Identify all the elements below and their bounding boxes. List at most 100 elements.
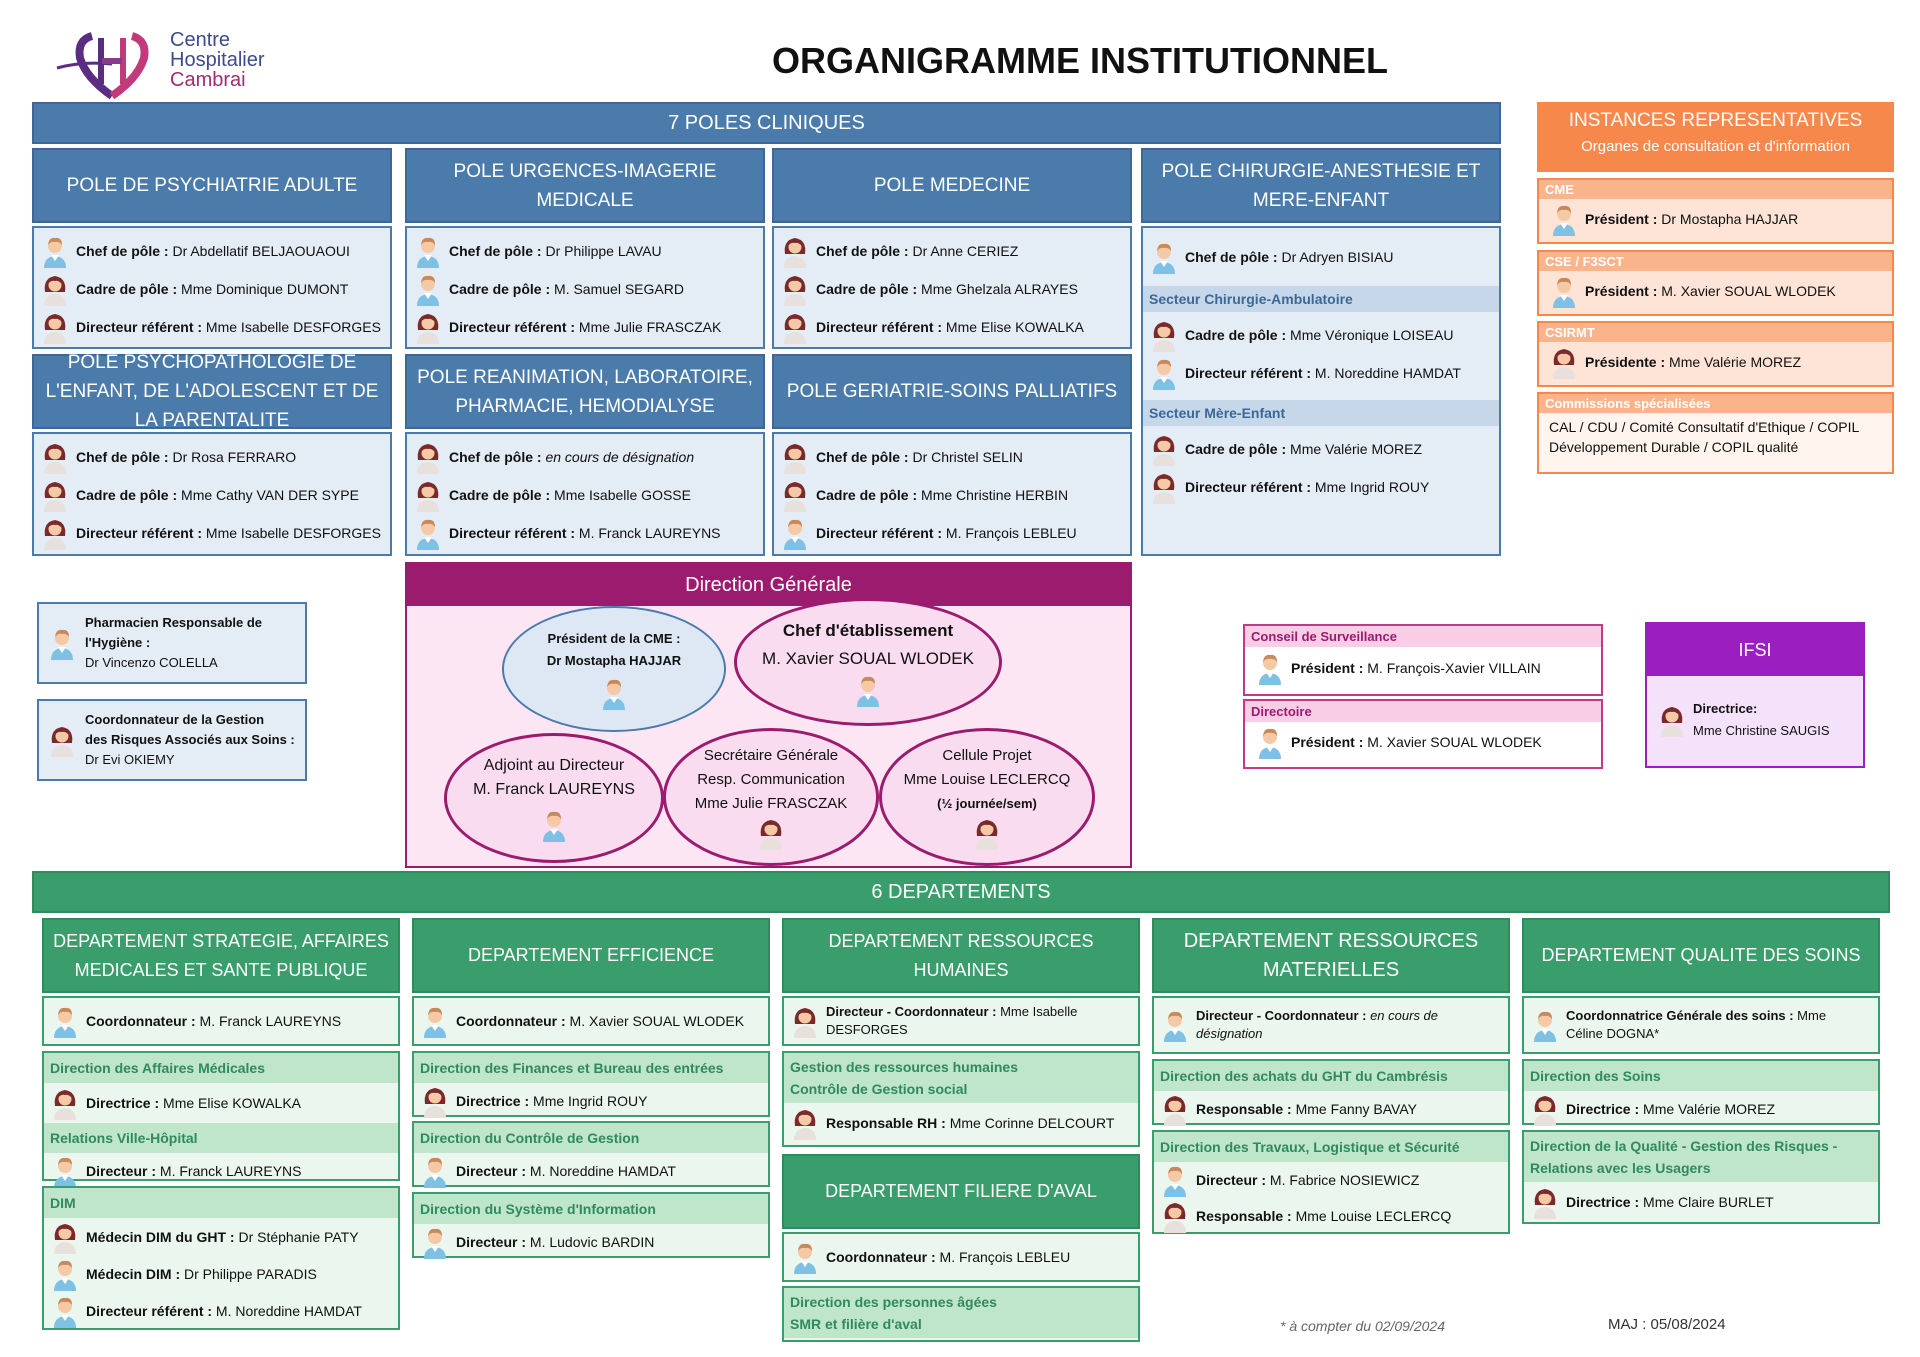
woman-avatar-icon xyxy=(47,723,77,757)
conseil-tag: Conseil de Surveillance xyxy=(1245,626,1601,647)
woman-avatar-icon xyxy=(1149,318,1179,352)
person-name: Dr Abdellatif BELJAOUAOUI xyxy=(168,243,350,259)
role-label: Directeur référent : xyxy=(816,525,943,541)
role-label: Directrice: xyxy=(1693,701,1758,716)
commissions-line2: Développement Durable / COPIL qualité xyxy=(1549,439,1799,455)
footnote: * à compter du 02/09/2024 xyxy=(1280,1318,1446,1334)
person-name: Mme Christine SAUGIS xyxy=(1693,723,1830,738)
role-label: Directeur référent : xyxy=(76,319,203,335)
instance-cme: CME Président : Dr Mostapha HAJJAR xyxy=(1537,178,1894,244)
person-name: M. Samuel SEGARD xyxy=(550,281,684,297)
pole-reanimation-card: Chef de pôle : en cours de désignation C… xyxy=(405,432,765,556)
woman-avatar-icon xyxy=(420,1084,450,1118)
direction-tag-line1: Direction de la Qualité - Gestion des Ri… xyxy=(1530,1138,1838,1154)
man-avatar-icon xyxy=(1530,1008,1560,1042)
direction-tag: Direction des Affaires Médicales xyxy=(44,1053,398,1083)
role-label: Chef de pôle : xyxy=(1185,249,1278,265)
instance-tag: CSIRMT xyxy=(1539,323,1892,342)
woman-avatar-icon xyxy=(780,272,810,306)
person-name: M. François LEBLEU xyxy=(942,525,1077,541)
logo-icon xyxy=(56,32,149,100)
role-label: Chef de pôle : xyxy=(76,243,169,259)
man-avatar-icon xyxy=(1549,274,1579,308)
logo: Centre Hospitalier Cambrai xyxy=(52,28,292,100)
role-label: Président de la CME : xyxy=(547,631,681,646)
person-name: Mme Valérie MOREZ xyxy=(1665,354,1802,370)
man-avatar-icon xyxy=(790,1240,820,1274)
man-avatar-icon xyxy=(1149,240,1179,274)
role-label: Directrice : xyxy=(1566,1101,1640,1117)
person-name: M. Noreddine HAMDAT xyxy=(212,1302,362,1319)
coordonnateur-risques-box: Coordonnateur de la Gestion des Risques … xyxy=(37,699,307,781)
man-avatar-icon xyxy=(50,1004,80,1038)
dept-strategie-title: DEPARTEMENT STRATEGIE, AFFAIRES MEDICALE… xyxy=(42,918,400,993)
person-name: M. François LEBLEU xyxy=(935,1249,1071,1265)
role-label: Cadre de pôle : xyxy=(449,487,551,503)
dept-efficience-finances: Direction des Finances et Bureau des ent… xyxy=(412,1051,770,1117)
person-name: Dr Christel SELIN xyxy=(908,449,1023,465)
dept-qualite-soins: Direction des Soins Directrice : Mme Val… xyxy=(1522,1059,1880,1125)
direction-tag: Direction du Système d'Information xyxy=(414,1194,768,1224)
person-name: M. Franck LAUREYNS xyxy=(156,1163,302,1179)
person-name: M. Xavier SOUAL WLODEK xyxy=(762,649,974,668)
man-avatar-icon xyxy=(420,1004,450,1038)
pole-medecine-card: Chef de pôle : Dr Anne CERIEZ Cadre de p… xyxy=(772,226,1132,349)
commissions-line1: CAL / CDU / Comité Consultatif d'Ethique… xyxy=(1549,419,1860,435)
dept-rh-coord: Directeur - Coordonnateur : Mme Isabelle… xyxy=(782,996,1140,1046)
dept-materielles-travaux: Direction des Travaux, Logistique et Séc… xyxy=(1152,1130,1510,1234)
role-label: Coordonnateur : xyxy=(86,1013,196,1029)
man-avatar-icon xyxy=(1255,651,1285,685)
update-date: MAJ : 05/08/2024 xyxy=(1608,1316,1726,1333)
person-name: désignation xyxy=(1196,1026,1263,1041)
secretaire-generale-ellipse: Secrétaire Générale Resp. Communication … xyxy=(663,728,879,866)
woman-avatar-icon xyxy=(780,234,810,268)
instance-csirmt: CSIRMT Présidente : Mme Valérie MOREZ xyxy=(1537,321,1894,387)
role-label: Directrice : xyxy=(86,1095,160,1111)
role-label: Cadre de pôle : xyxy=(76,281,178,297)
sector-chirurgie: Secteur Chirurgie-Ambulatoire xyxy=(1143,286,1499,312)
role-label: Directeur - Coordonnateur : xyxy=(1196,1008,1367,1023)
woman-avatar-icon xyxy=(1160,1092,1190,1126)
instances-subtitle: Organes de consultation et d'information xyxy=(1581,138,1850,155)
dept-filiere-aval-title: DEPARTEMENT FILIERE D'AVAL xyxy=(782,1154,1140,1229)
man-avatar-icon xyxy=(413,272,443,306)
logo-text: Centre Hospitalier Cambrai xyxy=(170,30,264,90)
person-name: M. Franck LAUREYNS xyxy=(195,1013,342,1029)
direction-tag: Direction des Travaux, Logistique et Séc… xyxy=(1154,1132,1508,1162)
man-avatar-icon xyxy=(1160,1163,1190,1197)
man-avatar-icon xyxy=(1160,1008,1190,1042)
woman-avatar-icon xyxy=(413,310,443,344)
role-label: Directeur référent : xyxy=(86,1302,213,1319)
role-label: Coordonnatrice Générale des soins : xyxy=(1566,1008,1794,1023)
person-name: en cours de xyxy=(1366,1008,1439,1023)
person-name: M. Franck LAUREYNS xyxy=(473,781,635,798)
person-name: Mme Isabelle DESFORGES xyxy=(202,525,381,541)
role-label: Resp. Communication xyxy=(697,771,845,788)
woman-avatar-icon xyxy=(972,816,1002,850)
role-label: Médecin DIM : xyxy=(86,1265,181,1282)
person-name: Mme Valérie MOREZ xyxy=(1286,441,1423,457)
woman-avatar-icon xyxy=(780,310,810,344)
man-avatar-icon xyxy=(1255,725,1285,759)
role-label: des Risques Associés aux Soins : xyxy=(85,732,295,747)
direction-tag: Direction de la Qualité - Gestion des Ri… xyxy=(1524,1132,1878,1182)
woman-avatar-icon xyxy=(1149,432,1179,466)
person-name: DESFORGES xyxy=(826,1022,908,1037)
person-name: en cours de désignation xyxy=(541,449,695,465)
person-name: Mme Véronique LOISEAU xyxy=(1286,327,1454,343)
person-name: M. Noreddine HAMDAT xyxy=(1311,365,1461,381)
dept-efficience-controle: Direction du Contrôle de Gestion Directe… xyxy=(412,1121,770,1187)
person-name: Mme Corinne DELCOURT xyxy=(945,1115,1115,1131)
person-name: Mme Elise KOWALKA xyxy=(942,319,1084,335)
role-label: Pharmacien Responsable de xyxy=(85,615,263,630)
role-label: Président : xyxy=(1291,660,1364,676)
role-label: Directrice : xyxy=(456,1093,530,1109)
dept-efficience-coord: Coordonnateur : M. Xavier SOUAL WLODEK xyxy=(412,996,770,1046)
man-avatar-icon xyxy=(47,626,77,660)
person-name: Mme Louise LECLERCQ xyxy=(903,771,1071,788)
president-cme-ellipse: Président de la CME : Dr Mostapha HAJJAR xyxy=(502,606,726,732)
departements-header: 6 DEPARTEMENTS xyxy=(32,871,1890,913)
direction-tag: DIM xyxy=(44,1188,398,1218)
role-label: Coordonnateur : xyxy=(826,1249,936,1265)
